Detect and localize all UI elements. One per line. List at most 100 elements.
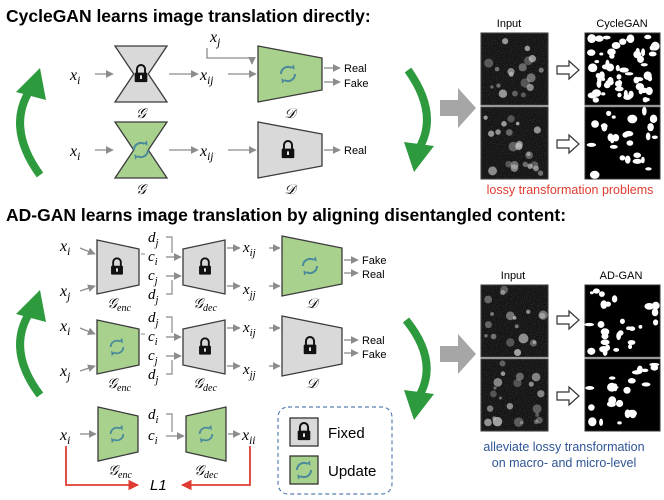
caption-sub: enc: [117, 303, 131, 314]
cg-left-cycle-arrow: [16, 68, 46, 178]
caption-base: 𝒟: [306, 297, 320, 312]
math-base: x: [199, 67, 207, 84]
ad-right-cycle-arrow: [402, 317, 434, 420]
adgan-heading: AD-GAN learns image translation by align…: [6, 205, 567, 225]
refresh-icon: [295, 460, 313, 480]
cg2-generator-caption: 𝒢: [136, 183, 148, 198]
math-sub: j: [154, 294, 159, 306]
top-arrow-2: [556, 133, 580, 155]
math-sub: j: [215, 37, 220, 49]
legend: [277, 406, 393, 495]
math-base: x: [242, 282, 250, 298]
ad3-code-0: di: [148, 407, 159, 426]
ad2-output-top: xij: [242, 320, 256, 339]
caption-base: 𝒢: [136, 107, 148, 122]
ad3-encoder: [97, 406, 139, 462]
math-base: c: [148, 249, 155, 265]
math-base: c: [148, 268, 155, 284]
ad1-input-top: xi: [59, 238, 70, 258]
cg2-generated-label: xij: [199, 143, 214, 163]
math-sub: jj: [248, 289, 256, 301]
top-input-image-2: [480, 106, 549, 180]
bottom-caption-line1: alleviate lossy transformation: [483, 440, 644, 454]
ad2-output-bottom: xjj: [242, 362, 256, 381]
l1-left-arrow: [65, 446, 140, 491]
ad1-code-1: ci: [148, 249, 158, 268]
ad1-code-3: dj: [148, 287, 159, 306]
cg1-generated-label: xij: [199, 67, 214, 87]
ad2-code-3: dj: [148, 367, 159, 386]
ad2-encoder-caption: 𝒢enc: [107, 377, 131, 394]
bottom-caption-line2: on macro- and micro-level: [492, 456, 637, 470]
top-output-image-1: [584, 32, 661, 106]
math-sub: i: [67, 435, 70, 447]
math-sub: j: [65, 291, 70, 303]
math-base: x: [59, 363, 67, 380]
ad2-code-1: ci: [148, 329, 158, 348]
lock-icon: [111, 257, 123, 275]
math-base: x: [59, 427, 67, 444]
cg1-input-label: xi: [69, 67, 80, 87]
ad1-output-top: xij: [242, 240, 256, 259]
caption-base: 𝒢: [107, 377, 119, 392]
caption-base: 𝒢: [108, 464, 120, 479]
caption-sub: enc: [117, 383, 131, 394]
ad1-code-0: dj: [148, 230, 159, 249]
ad2-decoder-caption: 𝒢dec: [193, 377, 217, 394]
refresh-icon: [301, 256, 319, 276]
top-col-output-label: CycleGAN: [596, 18, 647, 30]
legend-update-label: Update: [328, 463, 376, 480]
code-merge: [166, 360, 173, 375]
lock-icon: [281, 140, 295, 159]
legend-fixed-label: Fixed: [328, 425, 365, 442]
lock-icon: [199, 257, 211, 275]
lock-icon: [134, 64, 148, 83]
cg1-real-label: Real: [344, 63, 367, 75]
ad1-input-bottom: xj: [59, 283, 70, 303]
ad-left-cycle-arrow: [16, 290, 46, 398]
math-sub: jj: [248, 369, 256, 381]
cg-right-cycle-arrow: [404, 67, 434, 172]
math-sub: ii: [249, 435, 255, 447]
ad2-input-top: xi: [59, 318, 70, 338]
bottom-col-input-label: Input: [501, 270, 525, 282]
cg2-real-label: Real: [344, 145, 367, 157]
refresh-icon: [109, 424, 125, 444]
caption-sub: enc: [118, 470, 132, 481]
ad1-label-top: Fake: [362, 255, 386, 267]
math-sub: i: [156, 414, 159, 426]
top-col-input-label: Input: [497, 18, 521, 30]
lock-icon: [297, 422, 311, 441]
cg1-discriminator-caption: 𝒟: [284, 107, 298, 122]
caption-base: 𝒢: [107, 297, 119, 312]
math-sub: i: [67, 326, 70, 338]
ad1-encoder-caption: 𝒢enc: [107, 297, 131, 314]
bottom-col-output-label: AD-GAN: [600, 270, 643, 282]
ad3-decoder: [185, 406, 227, 462]
bottom-input-image-2: [480, 358, 549, 432]
math-sub: j: [65, 371, 70, 383]
math-sub: j: [153, 355, 158, 367]
bottom-arrow-1: [556, 309, 580, 331]
ad1-label-bottom: Real: [362, 269, 385, 281]
caption-base: 𝒢: [136, 183, 148, 198]
math-base: x: [59, 283, 67, 300]
math-base: x: [242, 362, 250, 378]
ad1-discriminator: [281, 235, 343, 297]
ad1-output-bottom: xjj: [242, 282, 256, 301]
cg-to-results-arrow: [440, 88, 476, 128]
caption-base: 𝒟: [306, 377, 320, 392]
math-sub: ij: [250, 247, 256, 259]
math-sub: j: [153, 275, 158, 287]
connector-arrow: [79, 327, 96, 336]
ad1-discriminator-caption: 𝒟: [306, 297, 320, 312]
top-arrow-1: [556, 59, 580, 81]
math-sub: j: [154, 237, 159, 249]
ad2-code-0: dj: [148, 310, 159, 329]
ad-to-results-arrow: [440, 334, 476, 374]
math-base: x: [59, 318, 67, 335]
math-base: x: [242, 320, 250, 336]
refresh-icon: [198, 424, 214, 444]
caption-base: 𝒢: [194, 464, 206, 479]
